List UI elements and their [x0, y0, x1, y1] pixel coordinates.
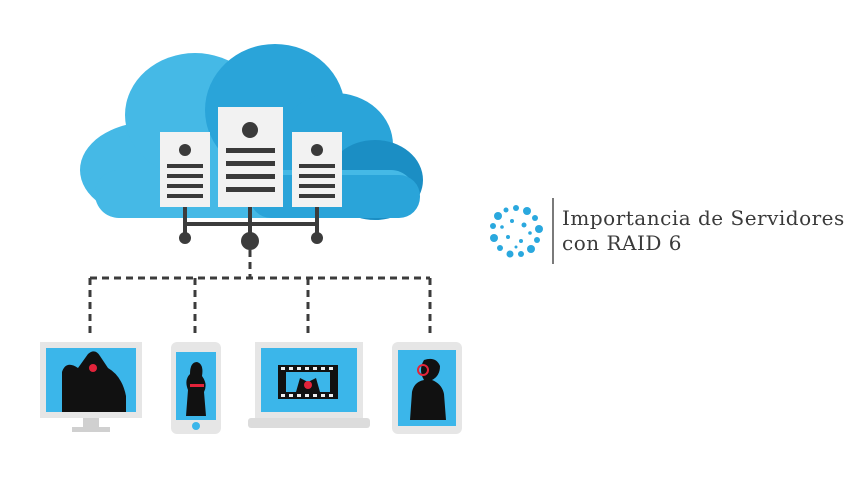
server-icon [160, 132, 210, 207]
desktop-monitor [40, 342, 142, 432]
laptop [248, 342, 370, 428]
server-icon [218, 107, 283, 207]
network-lines [88, 250, 432, 335]
title-block: Importancia de Servidores con RAID 6 [488, 198, 845, 264]
tablet [392, 342, 462, 434]
title-line-1: Importancia de Servidores [562, 206, 845, 230]
page-title: Importancia de Servidores con RAID 6 [562, 206, 845, 256]
cloud-network-illustration [40, 44, 462, 434]
server-icon [292, 132, 342, 207]
title-divider [552, 198, 554, 264]
title-line-2: con RAID 6 [562, 231, 682, 255]
mobile-phone [171, 342, 221, 434]
server-connector [183, 207, 319, 240]
dotted-circle-logo-icon [490, 205, 543, 258]
